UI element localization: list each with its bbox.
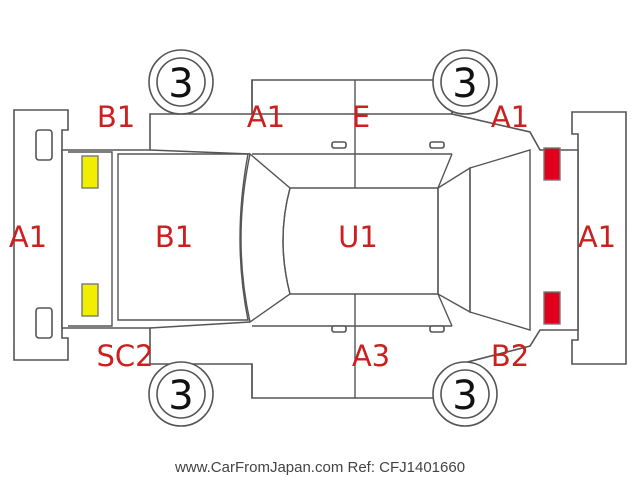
rear-bumper xyxy=(13,109,69,361)
front-bumper xyxy=(571,111,627,365)
tyre-rear-right-rating: 3 xyxy=(168,373,193,419)
front-left-lamp xyxy=(543,147,561,181)
damage-code-left-front-fender: A1 xyxy=(491,100,529,134)
tyre-rear-right: 3 xyxy=(148,361,214,427)
damage-code-right-front-fender: B2 xyxy=(491,339,529,373)
tyre-rear-left-rating: 3 xyxy=(168,61,193,107)
damage-code-rear-bumper: A1 xyxy=(9,220,47,254)
tyre-front-left: 3 xyxy=(432,49,498,115)
front-right-lamp xyxy=(543,291,561,325)
damage-code-rear-right-quarter: SC2 xyxy=(96,339,153,373)
damage-code-rear-left-quarter: B1 xyxy=(97,100,135,134)
damage-code-trunk-lid: B1 xyxy=(155,220,193,254)
damage-code-front-bumper: A1 xyxy=(578,220,616,254)
damage-code-left-rear-door: E xyxy=(352,100,370,134)
rear-left-lamp xyxy=(81,155,99,189)
tyre-front-right-rating: 3 xyxy=(452,373,477,419)
damage-code-right-doors: A3 xyxy=(352,339,390,373)
damage-code-roof: U1 xyxy=(338,220,378,254)
footer-reference: www.CarFromJapan.com Ref: CFJ1401660 xyxy=(174,459,465,476)
tyre-front-left-rating: 3 xyxy=(452,61,477,107)
tyre-front-right: 3 xyxy=(432,361,498,427)
damage-code-left-front-door: A1 xyxy=(247,100,285,134)
rear-right-lamp xyxy=(81,283,99,317)
tyre-rear-left: 3 xyxy=(148,49,214,115)
